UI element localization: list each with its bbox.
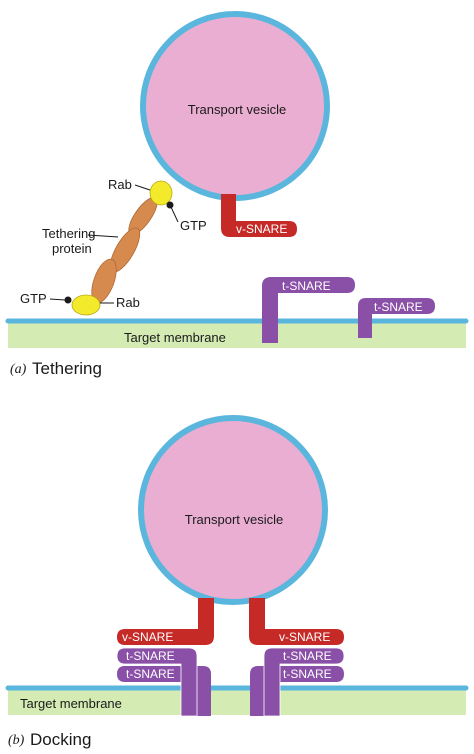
target-membrane-b [8, 687, 466, 715]
membrane-label-a: Target membrane [124, 330, 226, 345]
membrane-label-b: Target membrane [20, 696, 122, 711]
right-v-snare-shape [249, 598, 344, 645]
gtp-leader-bottom [49, 298, 66, 301]
left-v-snare-label: v-SNARE [122, 630, 173, 644]
right-t-snare-label-1: t-SNARE [283, 649, 332, 663]
left-t-snare-label-2: t-SNARE [126, 667, 175, 681]
tethering-protein [91, 197, 158, 304]
t-snare-shape-1 [262, 277, 355, 343]
tether-leader [87, 234, 119, 238]
vesicle-label-b: Transport vesicle [185, 512, 284, 527]
rab-leader-top [134, 184, 151, 191]
v-snare-label: v-SNARE [236, 222, 287, 236]
transport-vesicle-b [138, 415, 328, 605]
rab-top [149, 180, 173, 206]
right-t-snare-shape-1 [263, 647, 345, 717]
panel-docking: Target membrane Transport vesicle v-SNAR… [5, 415, 469, 749]
left-t-snare-label-1: t-SNARE [126, 649, 175, 663]
caption-letter-b: (b) [8, 733, 25, 748]
gtp-label-top: GTP [180, 218, 207, 233]
vesicle-label-a: Transport vesicle [188, 102, 287, 117]
target-membrane-a [8, 320, 466, 348]
gtp-dot-top [166, 201, 174, 209]
rab-label-top: Rab [108, 177, 132, 192]
tether-label-1: Tethering [42, 226, 95, 241]
t-snare-label-1: t-SNARE [282, 279, 331, 293]
left-v-snare-shape [117, 598, 214, 645]
caption-letter-a: (a) [10, 362, 27, 377]
rab-bottom [71, 294, 101, 316]
rab-label-bottom: Rab [116, 295, 140, 310]
gtp-dot-bottom [64, 296, 72, 304]
t-snare-shape-2 [358, 298, 435, 338]
right-v-snare-label: v-SNARE [279, 630, 330, 644]
caption-text-a: Tethering [32, 359, 102, 378]
v-snare-shape [221, 194, 297, 237]
t-snare-label-2: t-SNARE [374, 300, 423, 314]
gtp-leader-top [170, 206, 179, 223]
left-t-snare-shape-1 [116, 647, 198, 717]
tether-label-2: protein [52, 241, 92, 256]
right-t-snare-label-2: t-SNARE [283, 667, 332, 681]
panel-tethering: Target membrane t-SNARE t-SNARE Transpor… [5, 11, 469, 378]
caption-text-b: Docking [30, 730, 91, 749]
gtp-label-bottom: GTP [20, 291, 47, 306]
